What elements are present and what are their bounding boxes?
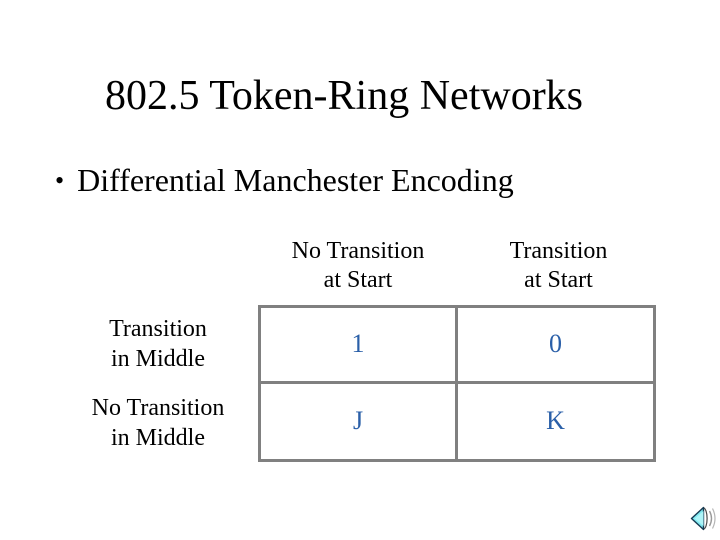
column-header-line: No Transition	[291, 238, 425, 264]
row-header-line: No Transition	[91, 395, 225, 421]
table-cell-j: J	[261, 383, 458, 459]
column-header-line: at Start	[524, 267, 593, 293]
table-cell-1: 1	[261, 308, 458, 384]
row-header-transition-in-middle: Transition in Middle	[58, 314, 258, 374]
row-header-line: Transition	[109, 316, 207, 342]
speaker-icon[interactable]	[689, 503, 717, 534]
slide-title: 802.5 Token-Ring Networks	[104, 73, 584, 119]
column-header-no-transition-at-start: No Transition at Start	[258, 237, 458, 295]
bullet-line: • Differential Manchester Encoding	[55, 162, 675, 198]
column-header-line: at Start	[323, 267, 393, 293]
row-header-no-transition-in-middle: No Transition in Middle	[58, 393, 258, 453]
table-cell-0: 0	[458, 308, 653, 384]
column-header-transition-at-start: Transition at Start	[461, 237, 656, 295]
row-header-line: in Middle	[111, 346, 205, 372]
table-cell-k: K	[546, 406, 565, 436]
encoding-table: 1 0 J K	[258, 305, 656, 462]
row-header-line: in Middle	[111, 425, 205, 451]
bullet-text: Differential Manchester Encoding	[77, 162, 514, 198]
column-header-line: Transition	[509, 238, 608, 264]
bullet-icon: •	[55, 166, 65, 195]
